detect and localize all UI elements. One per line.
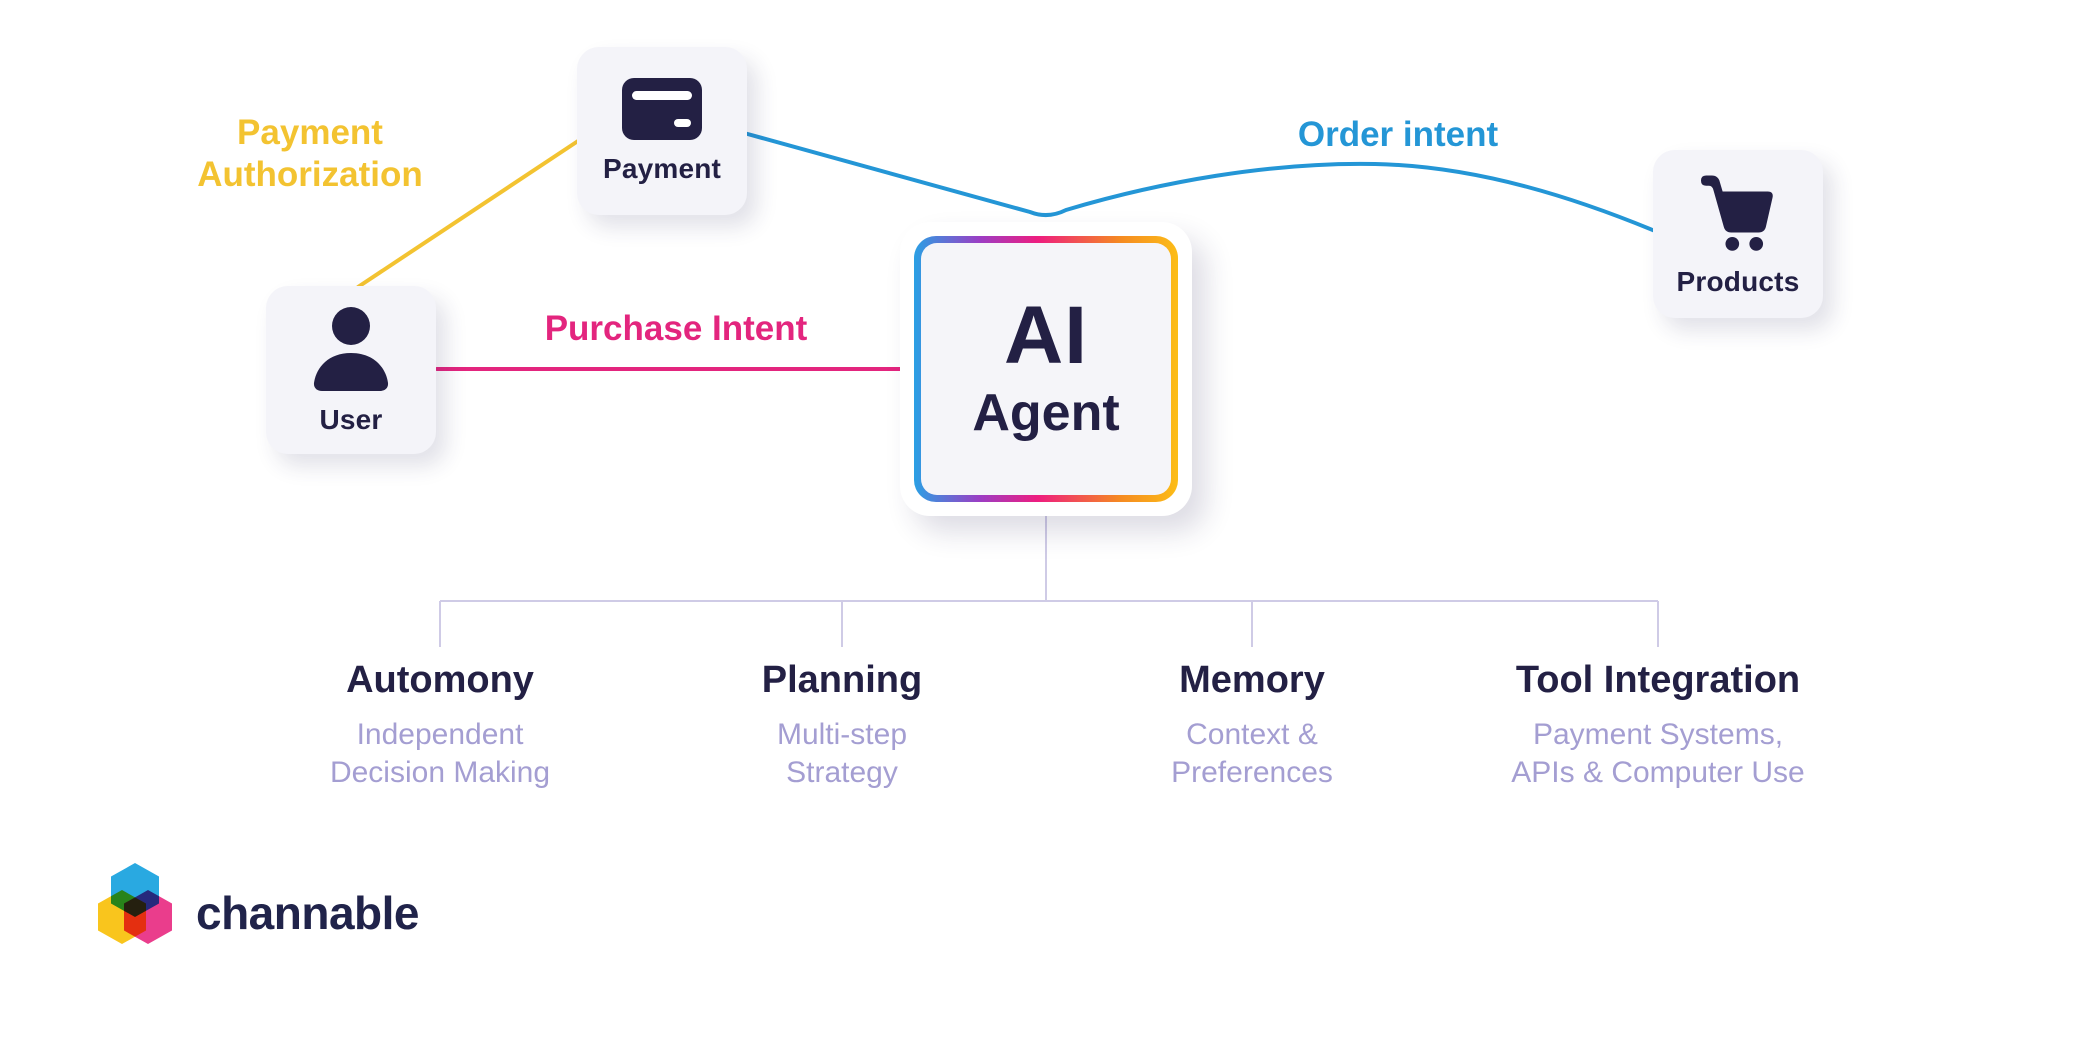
node-payment: Payment	[577, 47, 747, 215]
capability-subtitle-line1: Independent	[356, 718, 524, 751]
brand-wordmark: channable	[196, 887, 420, 939]
capability-subtitle: Multi-step Strategy	[652, 716, 1032, 792]
cart-icon	[1700, 175, 1773, 251]
capability-title: Memory	[1179, 659, 1325, 701]
node-payment-label: Payment	[602, 152, 722, 184]
capability-subtitle-line2: Decision Making	[329, 756, 551, 789]
capability-tool-integration: Tool Integration Payment Systems, APIs &…	[1468, 658, 1848, 792]
payment-authorization-line1: Payment	[237, 113, 383, 152]
ai-agent-inner-panel: AI Agent	[921, 243, 1171, 495]
capability-subtitle: Payment Systems, APIs & Computer Use	[1468, 716, 1848, 792]
user-icon	[313, 306, 389, 391]
capability-connector-lines	[439, 516, 1659, 647]
capability-subtitle: Independent Decision Making	[250, 716, 630, 792]
ai-agent-title-line1: AI	[1004, 290, 1088, 382]
edge-label-purchase-intent: Purchase Intent	[544, 309, 808, 348]
capability-title: Planning	[761, 659, 923, 701]
edge-label-order-intent: Order intent	[1297, 115, 1499, 154]
node-products: Products	[1653, 150, 1823, 318]
credit-card-icon	[622, 77, 702, 140]
capability-autonomy: Automony Independent Decision Making	[250, 658, 630, 792]
capability-title: Tool Integration	[1515, 659, 1801, 701]
capability-subtitle-line1: Payment Systems,	[1532, 718, 1784, 751]
node-user-label: User	[319, 403, 383, 435]
capability-subtitle-line1: Multi-step	[776, 718, 908, 751]
node-user: User	[266, 286, 436, 454]
edge-label-payment-authorization: Payment Authorization	[50, 112, 570, 196]
capability-planning: Planning Multi-step Strategy	[652, 658, 1032, 792]
node-ai-agent: AI Agent	[900, 222, 1192, 516]
capability-subtitle: Context & Preferences	[1062, 716, 1442, 792]
capability-subtitle-line1: Context &	[1186, 718, 1318, 751]
capability-subtitle-line2: Strategy	[786, 756, 898, 789]
capability-memory: Memory Context & Preferences	[1062, 658, 1442, 792]
channable-logo-icon	[98, 863, 172, 944]
capability-subtitle-line2: Preferences	[1171, 756, 1333, 789]
ai-agent-gradient-frame: AI Agent	[914, 236, 1178, 502]
ai-agent-title-line2: Agent	[972, 384, 1120, 443]
capability-subtitle-line2: APIs & Computer Use	[1511, 756, 1805, 789]
node-products-label: Products	[1676, 265, 1800, 297]
payment-authorization-line2: Authorization	[197, 155, 423, 194]
capability-title: Automony	[346, 659, 534, 701]
